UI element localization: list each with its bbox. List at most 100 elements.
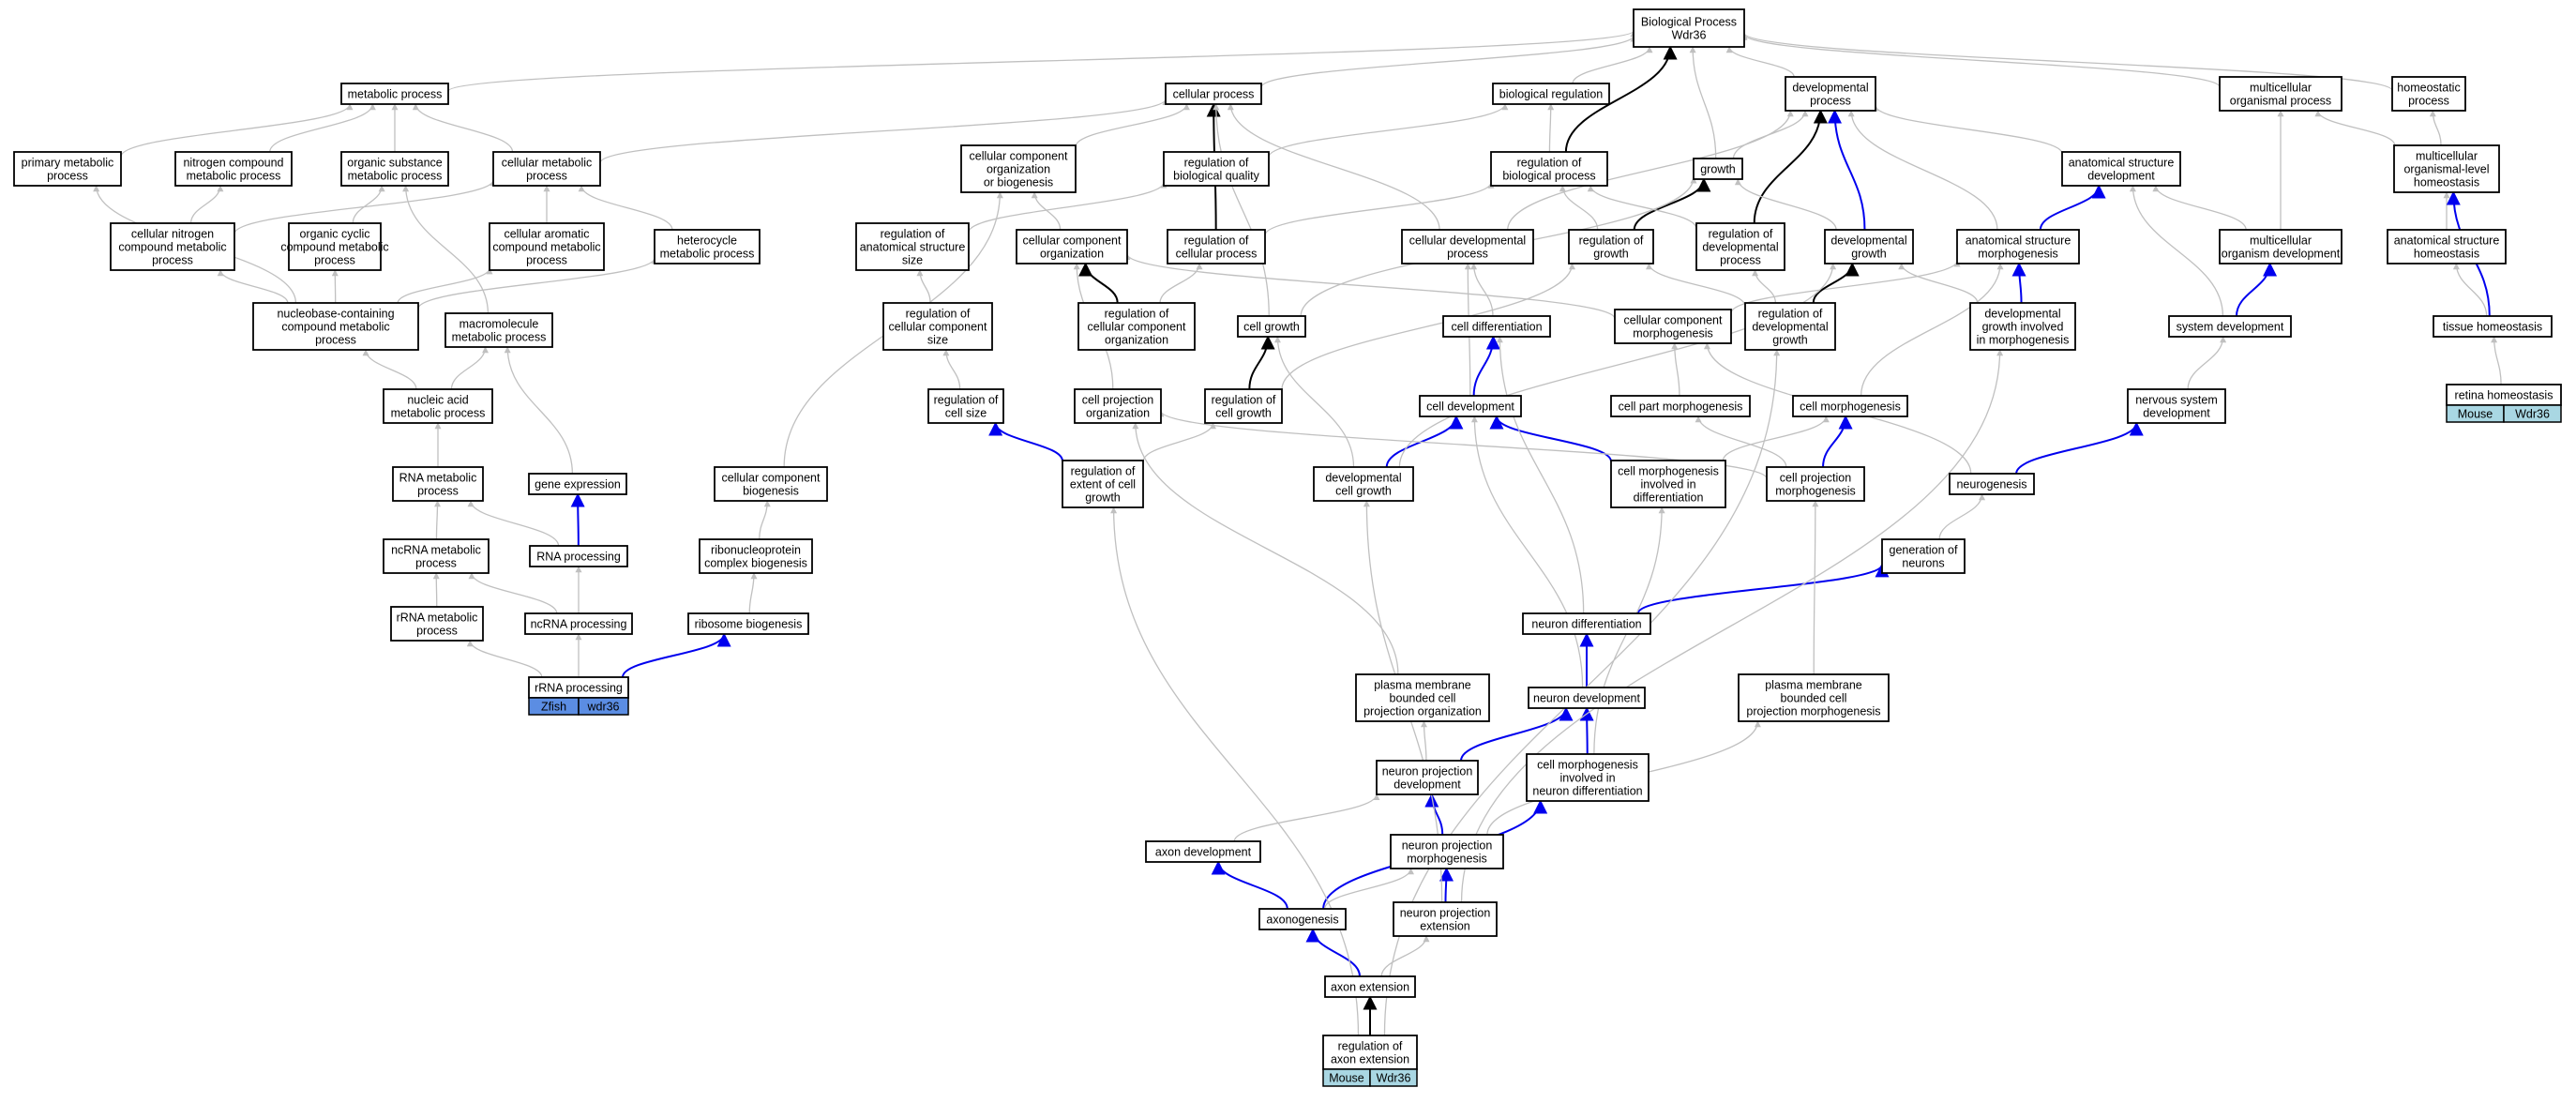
node-box [1167,229,1266,264]
node-box [1016,229,1128,264]
node-label: differentiation [1634,491,1704,505]
edge-growth-to-bp [1689,46,1717,159]
node-neurdiff[interactable]: neuron differentiation [1522,612,1651,635]
node-celldiff[interactable]: cell differentiation [1442,315,1551,338]
edge-hetero-to-cellmet [578,185,673,231]
node-label: size [927,334,948,347]
node-rrnaproc[interactable]: rRNA processing [528,676,629,699]
node-cellgrowth[interactable]: cell growth [1237,315,1306,338]
node-cellproc[interactable]: cellular process [1165,83,1262,105]
edge-ccm-to-cco [1123,253,1616,320]
node-label: process [1720,254,1761,267]
node-celldev[interactable]: cell development [1419,395,1522,417]
node-retina[interactable]: retina homeostasis [2446,384,2562,406]
node-cellmorph[interactable]: cell morphogenesis [1792,395,1908,417]
node-label: regulation of [1105,308,1169,321]
node-growth[interactable]: growth [1693,158,1743,180]
node-axext[interactable]: axon extension [1324,975,1416,998]
node-tissue[interactable]: tissue homeostasis [2433,315,2553,338]
node-box [1393,901,1498,937]
node-ribobio[interactable]: ribosome biogenesis [687,612,809,635]
node-neurdev[interactable]: neuron development [1528,687,1646,709]
node-label: cell growth [1243,321,1300,334]
node-box [1610,395,1751,417]
node-sysdev[interactable]: system development [2168,315,2292,338]
node-ncrnaproc[interactable]: ncRNA processing [524,612,633,635]
edge-regdevgrowth-to-reggrowth [1645,263,1746,307]
node-axonog[interactable]: axonogenesis [1258,908,1347,930]
node-metabolic[interactable]: metabolic process [340,83,449,105]
node-neurogen[interactable]: neurogenesis [1949,473,2035,495]
edge-regdevgrowth-to-devgrowth [1812,262,1860,304]
node-bioreg[interactable]: biological regulation [1492,83,1610,105]
node-label: process [152,254,193,267]
node-label: homeostasis [2414,248,2479,261]
node-cpm[interactable]: cell part morphogenesis [1610,395,1751,417]
node-axondev[interactable]: axon development [1145,840,1261,863]
node-geneexp[interactable]: gene expression [528,473,627,495]
edge-ccob-to-cellproc [1075,103,1190,147]
node-rnaproc[interactable]: RNA processing [529,545,628,567]
node-label: retina homeostasis [2455,389,2553,402]
edge-cellmet-to-metabolic [412,103,514,153]
node-label: rRNA processing [535,682,623,695]
node-label: morphogenesis [1978,248,2057,261]
